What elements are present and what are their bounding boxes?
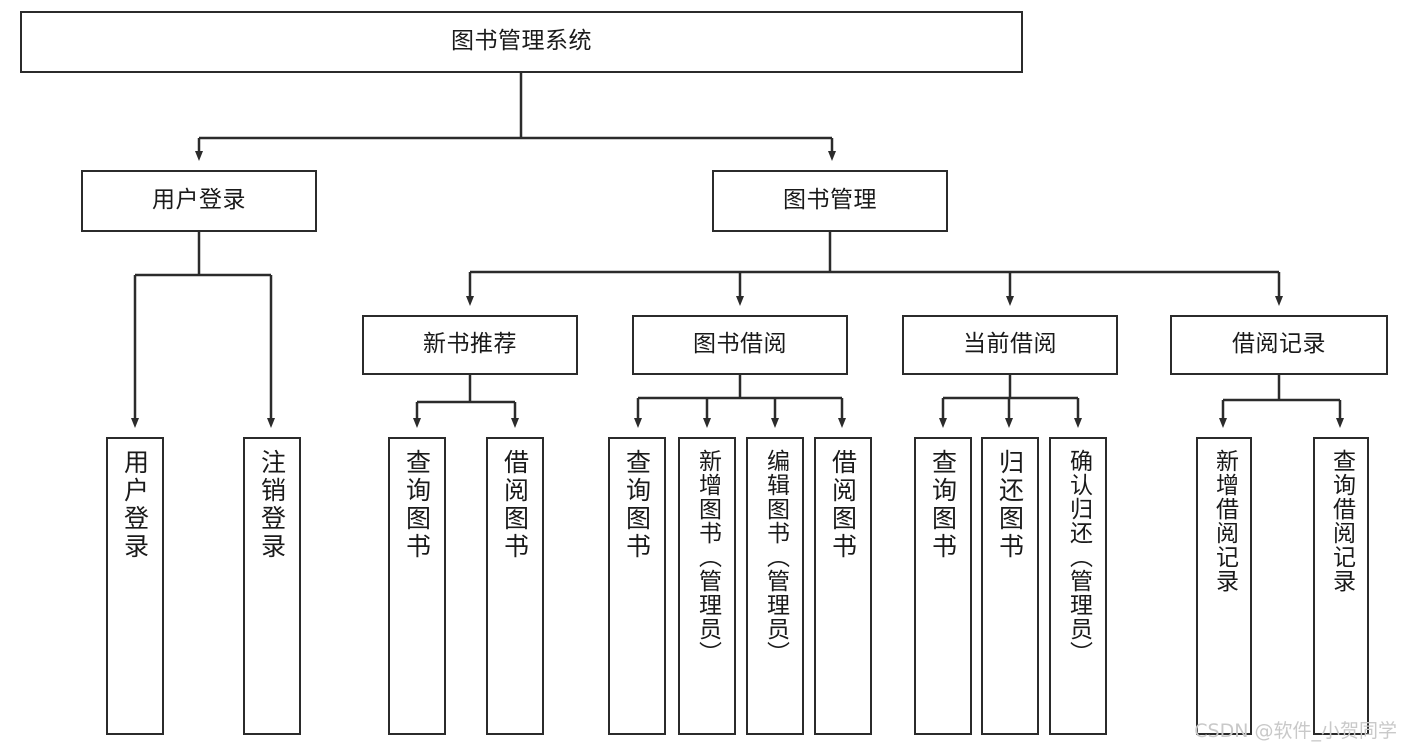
leaf-borrow-record-add[interactable]: 新增借阅记录 bbox=[1196, 437, 1252, 735]
leaf-user-login-login[interactable]: 用户登录 bbox=[106, 437, 164, 735]
node-user-login[interactable]: 用户登录 bbox=[81, 170, 317, 232]
node-label: 新书推荐 bbox=[423, 331, 517, 358]
node-label: 注销登录 bbox=[257, 449, 287, 561]
node-label: 借阅记录 bbox=[1232, 331, 1326, 358]
node-label: 确认归还（管理员） bbox=[1065, 449, 1092, 665]
node-label: 用户登录 bbox=[152, 187, 246, 214]
leaf-borrow-record-query[interactable]: 查询借阅记录 bbox=[1313, 437, 1369, 735]
node-label: 用户登录 bbox=[120, 449, 150, 561]
node-new-book-recommend[interactable]: 新书推荐 bbox=[362, 315, 578, 375]
leaf-book-borrow-borrow[interactable]: 借阅图书 bbox=[814, 437, 872, 735]
node-label: 查询图书 bbox=[402, 449, 432, 561]
node-label: 新增图书（管理员） bbox=[694, 449, 721, 665]
node-label: 图书借阅 bbox=[693, 331, 787, 358]
node-label: 查询图书 bbox=[622, 449, 652, 561]
csdn-watermark: CSDN @软件_小贺同学 bbox=[1194, 720, 1397, 742]
node-label: 编辑图书（管理员） bbox=[762, 449, 789, 665]
leaf-new-book-borrow[interactable]: 借阅图书 bbox=[486, 437, 544, 735]
leaf-current-borrow-query[interactable]: 查询图书 bbox=[914, 437, 972, 735]
node-current-borrow[interactable]: 当前借阅 bbox=[902, 315, 1118, 375]
node-label: 新增借阅记录 bbox=[1211, 449, 1238, 593]
leaf-user-login-logout[interactable]: 注销登录 bbox=[243, 437, 301, 735]
leaf-new-book-query[interactable]: 查询图书 bbox=[388, 437, 446, 735]
node-book-management[interactable]: 图书管理 bbox=[712, 170, 948, 232]
leaf-current-borrow-confirm-return[interactable]: 确认归还（管理员） bbox=[1049, 437, 1107, 735]
node-label: 借阅图书 bbox=[500, 449, 530, 561]
node-label: 借阅图书 bbox=[828, 449, 858, 561]
node-label: 图书管理 bbox=[783, 187, 877, 214]
leaf-book-borrow-query[interactable]: 查询图书 bbox=[608, 437, 666, 735]
node-label: 归还图书 bbox=[995, 449, 1025, 561]
node-book-management-system[interactable]: 图书管理系统 bbox=[20, 11, 1023, 73]
leaf-book-borrow-add[interactable]: 新增图书（管理员） bbox=[678, 437, 736, 735]
node-label: 当前借阅 bbox=[963, 331, 1057, 358]
node-book-borrow[interactable]: 图书借阅 bbox=[632, 315, 848, 375]
leaf-book-borrow-edit[interactable]: 编辑图书（管理员） bbox=[746, 437, 804, 735]
node-borrow-record[interactable]: 借阅记录 bbox=[1170, 315, 1388, 375]
leaf-current-borrow-return[interactable]: 归还图书 bbox=[981, 437, 1039, 735]
node-label: 查询图书 bbox=[928, 449, 958, 561]
node-label: 图书管理系统 bbox=[451, 28, 592, 55]
node-label: 查询借阅记录 bbox=[1328, 449, 1355, 593]
